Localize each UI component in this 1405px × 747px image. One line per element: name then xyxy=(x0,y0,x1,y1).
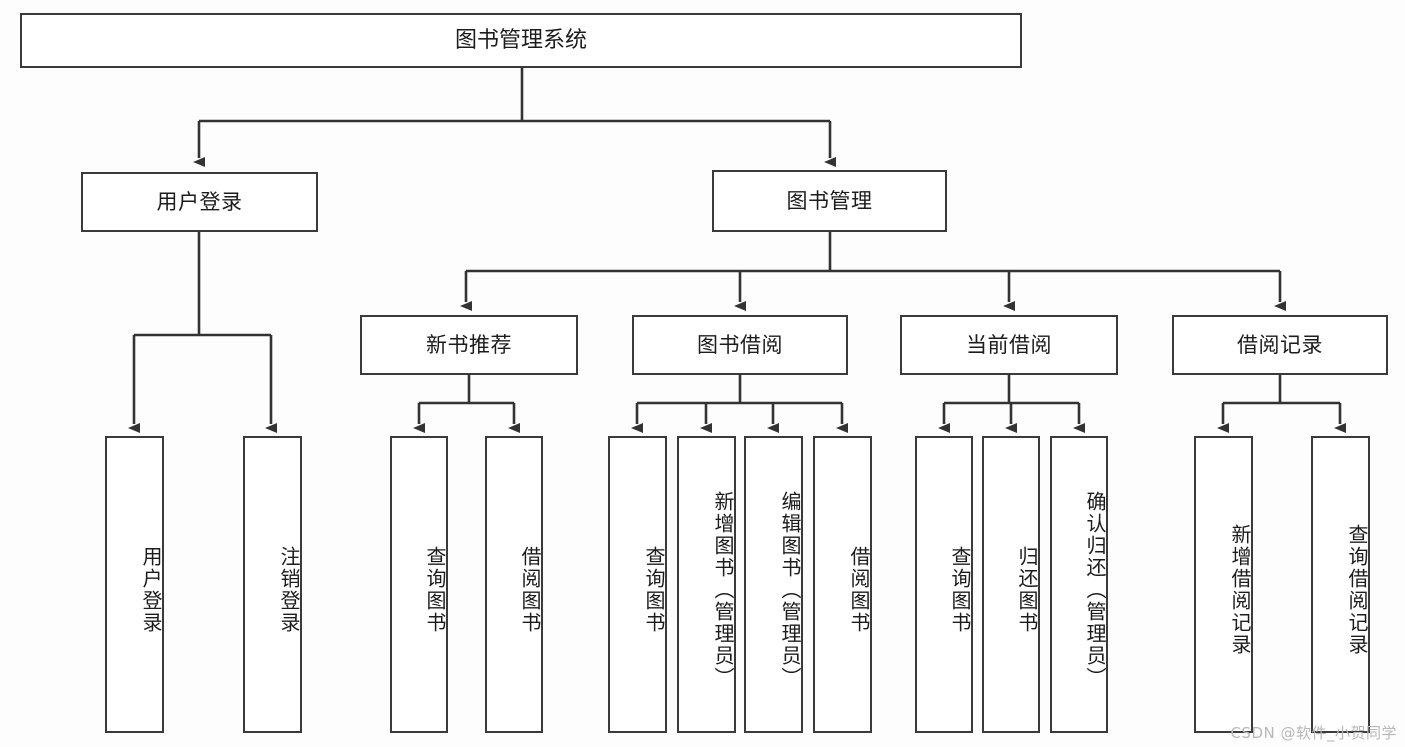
leaf-user-login-logout[interactable]: 注销登录 xyxy=(243,436,302,733)
leaf-borrow-add-book-admin[interactable]: 新增图书（管理员） xyxy=(677,436,736,733)
leaf-current-confirm-return-admin[interactable]: 确认归还（管理员） xyxy=(1050,436,1108,733)
node-root-label: 图书管理系统 xyxy=(454,27,587,53)
leaf-label: 查询图书 xyxy=(423,545,447,634)
leaf-borrow-borrow-book[interactable]: 借阅图书 xyxy=(813,436,872,733)
leaf-label: 查询图书 xyxy=(948,545,972,634)
node-book-borrow[interactable]: 图书借阅 xyxy=(632,315,848,375)
leaf-label: 借阅图书 xyxy=(847,545,871,634)
leaf-label: 归还图书 xyxy=(1015,545,1039,634)
node-book-borrow-label: 图书借阅 xyxy=(697,332,783,357)
node-current-borrow-label: 当前借阅 xyxy=(966,332,1052,357)
node-current-borrow[interactable]: 当前借阅 xyxy=(900,315,1118,375)
node-user-login-label: 用户登录 xyxy=(156,189,243,214)
leaf-recommend-query-book[interactable]: 查询图书 xyxy=(390,436,448,733)
watermark: CSDN @软件_小贺同学 xyxy=(1230,724,1397,742)
node-book-management-label: 图书管理 xyxy=(786,188,873,213)
leaf-record-add-record[interactable]: 新增借阅记录 xyxy=(1194,436,1253,733)
leaf-user-login-login[interactable]: 用户登录 xyxy=(105,436,164,733)
node-book-management[interactable]: 图书管理 xyxy=(712,170,947,232)
leaf-current-return-book[interactable]: 归还图书 xyxy=(982,436,1040,733)
leaf-label: 注销登录 xyxy=(277,545,301,634)
leaf-label: 确认归还（管理员） xyxy=(1083,490,1107,689)
leaf-label: 查询图书 xyxy=(642,545,666,634)
leaf-label: 新增借阅记录 xyxy=(1228,523,1252,656)
leaf-record-query-record[interactable]: 查询借阅记录 xyxy=(1311,436,1370,733)
leaf-borrow-query-book[interactable]: 查询图书 xyxy=(608,436,667,733)
leaf-recommend-borrow-book[interactable]: 借阅图书 xyxy=(485,436,543,733)
leaf-current-query-book[interactable]: 查询图书 xyxy=(915,436,973,733)
node-borrow-record[interactable]: 借阅记录 xyxy=(1172,315,1388,375)
leaf-label: 用户登录 xyxy=(139,545,163,634)
leaf-borrow-edit-book-admin[interactable]: 编辑图书（管理员） xyxy=(744,436,803,733)
node-new-book-recommend-label: 新书推荐 xyxy=(426,332,512,357)
node-root[interactable]: 图书管理系统 xyxy=(20,13,1022,68)
leaf-label: 编辑图书（管理员） xyxy=(778,490,802,689)
node-borrow-record-label: 借阅记录 xyxy=(1237,332,1323,357)
leaf-label: 新增图书（管理员） xyxy=(711,490,735,689)
node-user-login[interactable]: 用户登录 xyxy=(81,172,318,232)
leaf-label: 借阅图书 xyxy=(518,545,542,634)
leaf-label: 查询借阅记录 xyxy=(1345,523,1369,656)
node-new-book-recommend[interactable]: 新书推荐 xyxy=(360,315,578,375)
